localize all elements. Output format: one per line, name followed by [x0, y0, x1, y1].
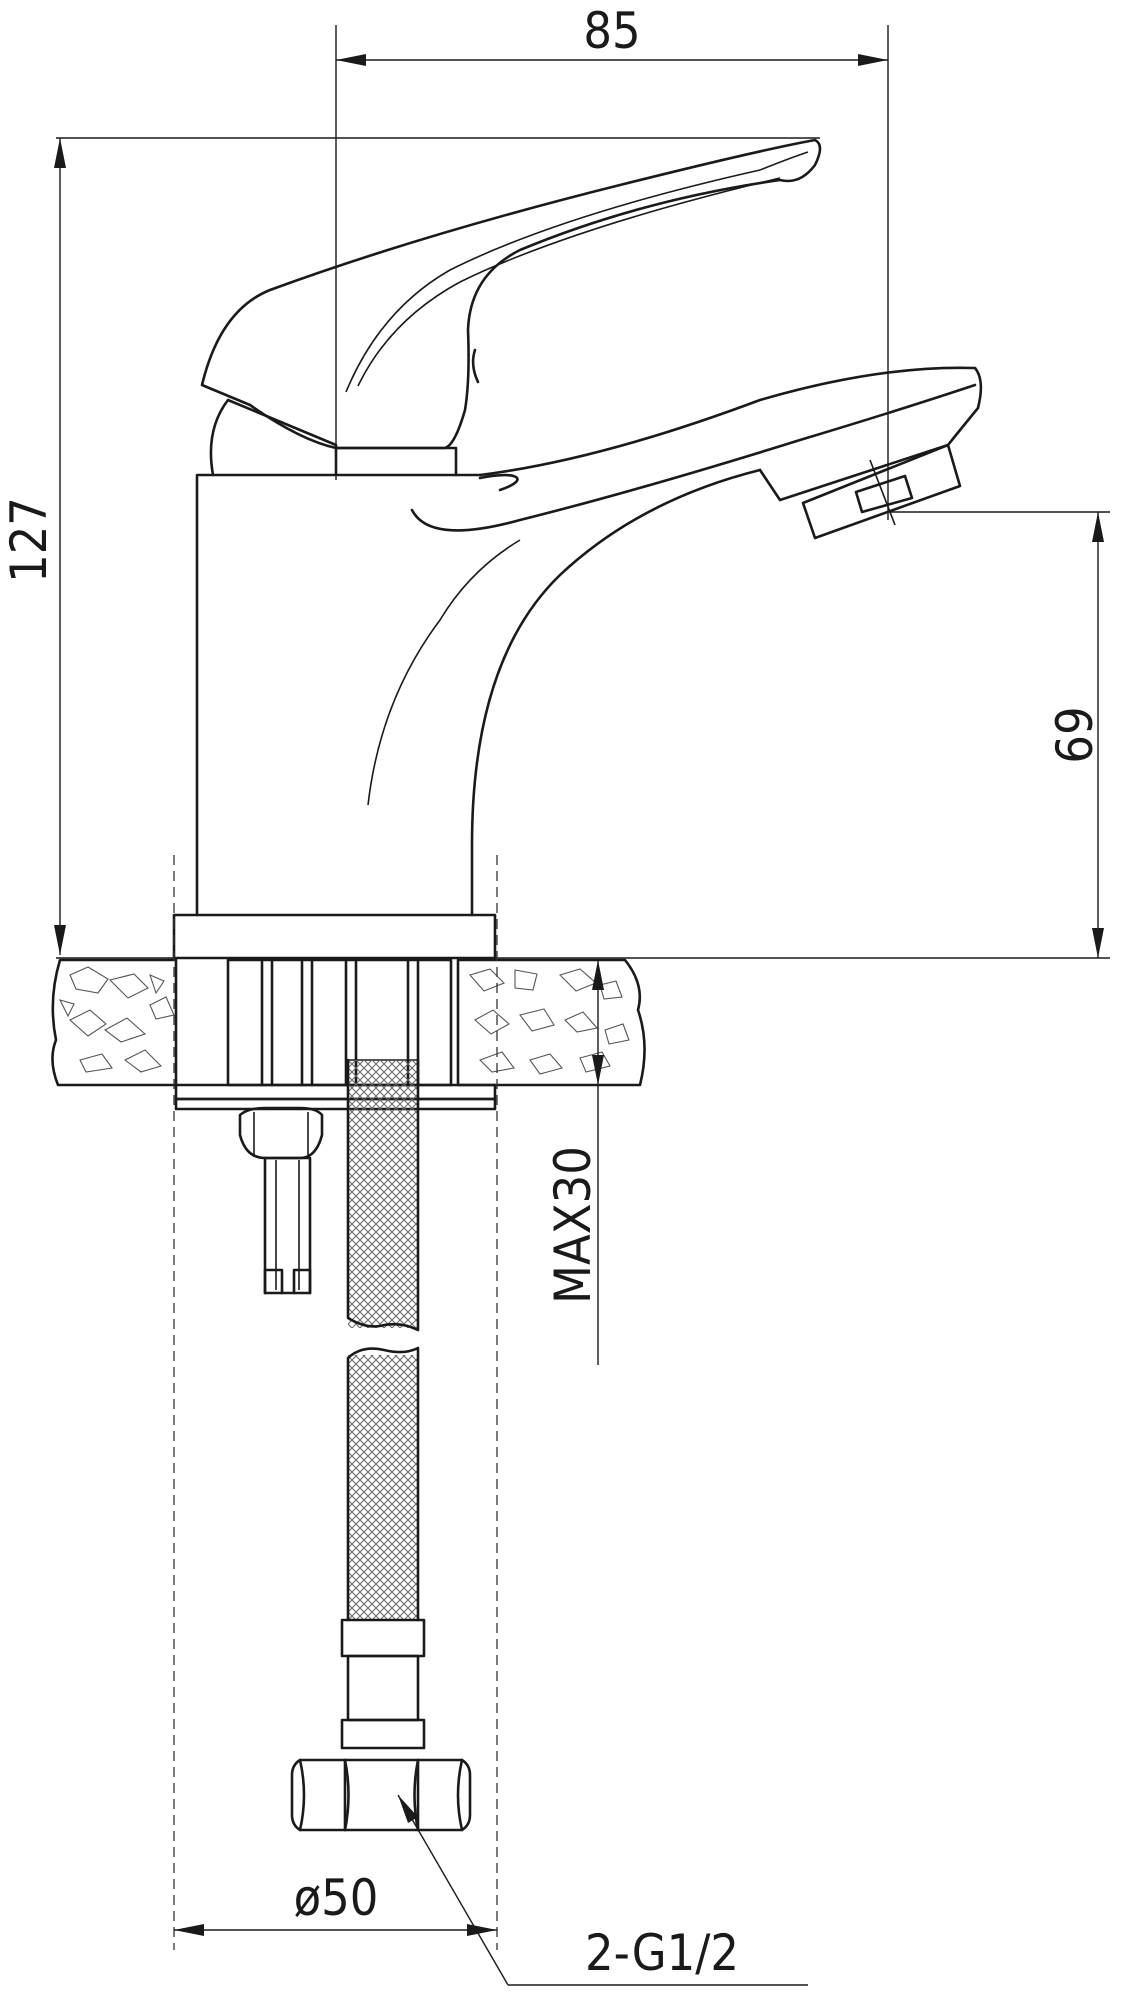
thread-callout: 2-G1/2: [397, 1794, 808, 1986]
threaded-stud: [238, 1106, 324, 1295]
max-thickness-label: MAX30: [544, 1146, 602, 1304]
width-label: 85: [583, 2, 640, 60]
thread-label: 2-G1/2: [585, 1924, 739, 1982]
height-label: 127: [0, 497, 58, 583]
braided-hose: [290, 1058, 472, 1832]
faucet-body: [172, 138, 983, 960]
dimension-width: 85: [335, 2, 889, 520]
dimension-spout-height: 69: [888, 511, 1110, 958]
diameter-label: ø50: [294, 1869, 379, 1927]
spout-height-label: 69: [1046, 706, 1104, 763]
dimension-height: 127: [0, 137, 820, 955]
dimension-diameter: ø50: [173, 855, 498, 1950]
dimension-max-thickness: MAX30: [544, 960, 604, 1365]
